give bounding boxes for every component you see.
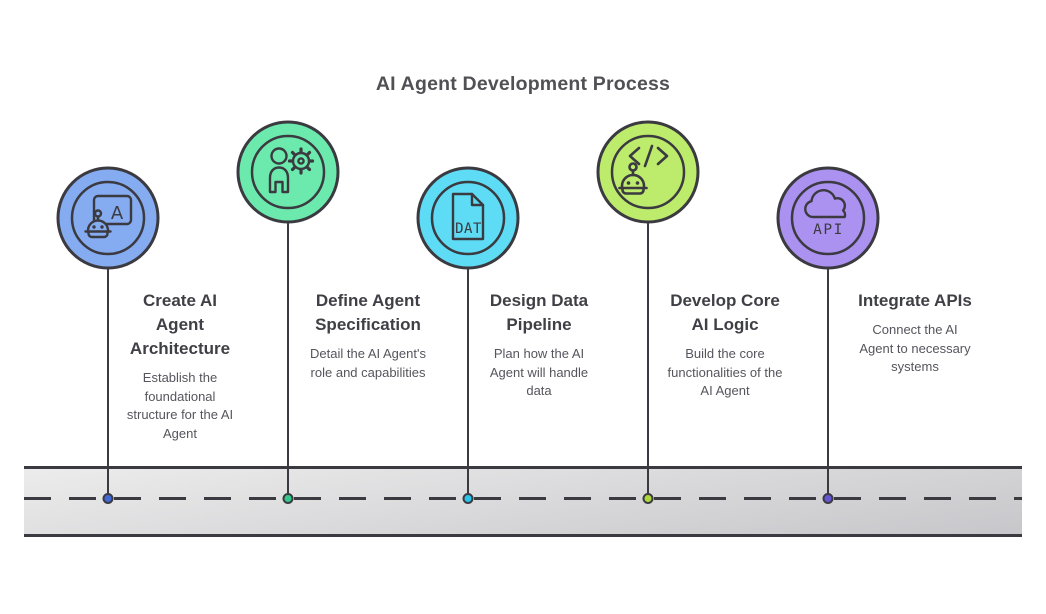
connector-line [467, 268, 469, 499]
step-description: Build the core functionalities of the AI… [667, 346, 783, 398]
badge-inner-circle [430, 180, 506, 256]
timeline-marker-dot [642, 493, 654, 504]
step-badge-define-specification [236, 120, 340, 224]
step-heading: Design Data Pipeline [489, 291, 589, 334]
timeline-marker-dot [102, 493, 114, 504]
timeline-marker-dot [822, 493, 834, 504]
timeline-marker-dot [282, 493, 294, 504]
step-text-develop-logic: Develop Core AI Logic Build the core fun… [640, 289, 810, 401]
badge-inner-circle [70, 180, 146, 256]
connector-line [287, 222, 289, 499]
badge-inner-circle [250, 134, 326, 210]
connector-line [827, 268, 829, 499]
step-heading: Create AI Agent Architecture [129, 291, 231, 358]
cloud-api-icon: API [804, 189, 847, 238]
timeline-marker-dot [462, 493, 474, 504]
step-text-create-architecture: Create AI Agent Architecture Establish t… [95, 289, 265, 443]
robot-learning-board-icon: A [84, 194, 133, 239]
connector-line [107, 268, 109, 499]
step-text-integrate-apis: Integrate APIs Connect the AI Agent to n… [830, 289, 1000, 377]
timeline-road-band [24, 466, 1022, 537]
step-heading: Integrate APIs [858, 291, 972, 310]
badge-inner-circle [790, 180, 866, 256]
step-badge-develop-logic [596, 120, 700, 224]
step-heading: Develop Core AI Logic [670, 291, 780, 334]
data-file-icon: DAT [451, 192, 485, 241]
step-description: Detail the AI Agent's role and capabilit… [310, 346, 426, 380]
robot-code-icon [618, 144, 669, 195]
step-text-define-specification: Define Agent Specification Detail the AI… [283, 289, 453, 382]
connector-line [647, 222, 649, 499]
page-title: AI Agent Development Process [375, 73, 671, 95]
file-label: DAT [455, 221, 482, 237]
badge-inner-circle [610, 134, 686, 210]
step-description: Plan how the AI Agent will handle data [489, 346, 589, 398]
api-label: API [813, 222, 844, 238]
person-gear-icon [268, 147, 315, 194]
board-letter: A [111, 203, 124, 224]
timeline-dashed-line [24, 497, 1022, 500]
step-badge-integrate-apis: API [776, 166, 880, 270]
step-badge-create-architecture: A [56, 166, 160, 270]
step-heading: Define Agent Specification [315, 291, 421, 334]
step-description: Connect the AI Agent to necessary system… [859, 322, 971, 374]
step-badge-design-pipeline: DAT [416, 166, 520, 270]
step-description: Establish the foundational structure for… [126, 370, 234, 441]
step-text-design-pipeline: Design Data Pipeline Plan how the AI Age… [454, 289, 624, 401]
